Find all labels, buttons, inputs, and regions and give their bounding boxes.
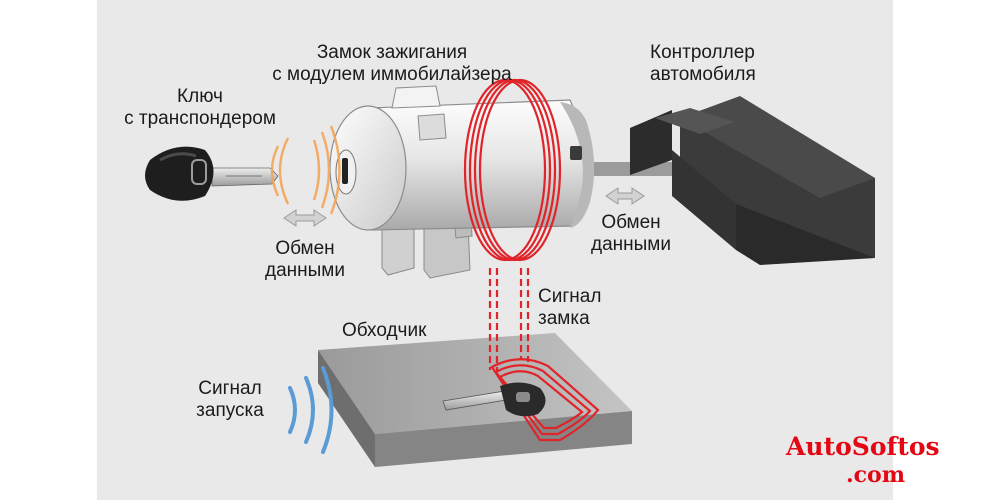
exchange-left-line1: Обмен [275,238,335,259]
controller-label-line1: Контроллер [650,42,755,63]
lock-label: Замок зажигания с модулем иммобилайзера [262,42,522,86]
start-signal-line2: запуска [196,400,264,421]
ignition-lock-icon [329,85,595,279]
exchange-right-line1: Обмен [601,212,661,233]
start-signal-label: Сигнал запуска [180,378,280,422]
exchange-left-label: Обмен данными [250,238,360,282]
lock-signal-wires [488,268,530,372]
double-arrow-icon-right [605,187,645,205]
controller-label: Контроллер автомобиля [650,42,756,86]
lock-signal-line2: замка [538,308,590,329]
lock-label-line1: Замок зажигания [316,42,468,63]
exchange-left-line2: данными [265,260,345,281]
start-signal-line1: Сигнал [198,378,262,399]
transponder-waves-icon [270,125,341,215]
bypass-label: Обходчик [342,320,427,341]
exchange-right-label: Обмен данными [576,212,686,256]
exchange-right-line2: данными [591,234,671,255]
bypass-device-icon [318,333,632,467]
watermark-name: AutoSoftos [786,432,940,461]
key-label-line1: Ключ [177,86,223,107]
key-label-line2: с транспондером [124,108,276,129]
immobilizer-coil [463,78,562,262]
lock-signal-line1: Сигнал [538,286,602,307]
start-signal-waves-icon [288,366,334,454]
controller-unit-icon [588,96,875,265]
double-arrow-icon [283,209,327,227]
lock-label-line2: с модулем иммобилайзера [272,64,512,85]
watermark-domain: .com [846,462,906,488]
transponder-key-icon [145,146,279,201]
key-label: Ключ с транспондером [120,86,280,130]
lock-signal-label: Сигнал замка [538,286,601,330]
controller-label-line2: автомобиля [650,64,756,85]
